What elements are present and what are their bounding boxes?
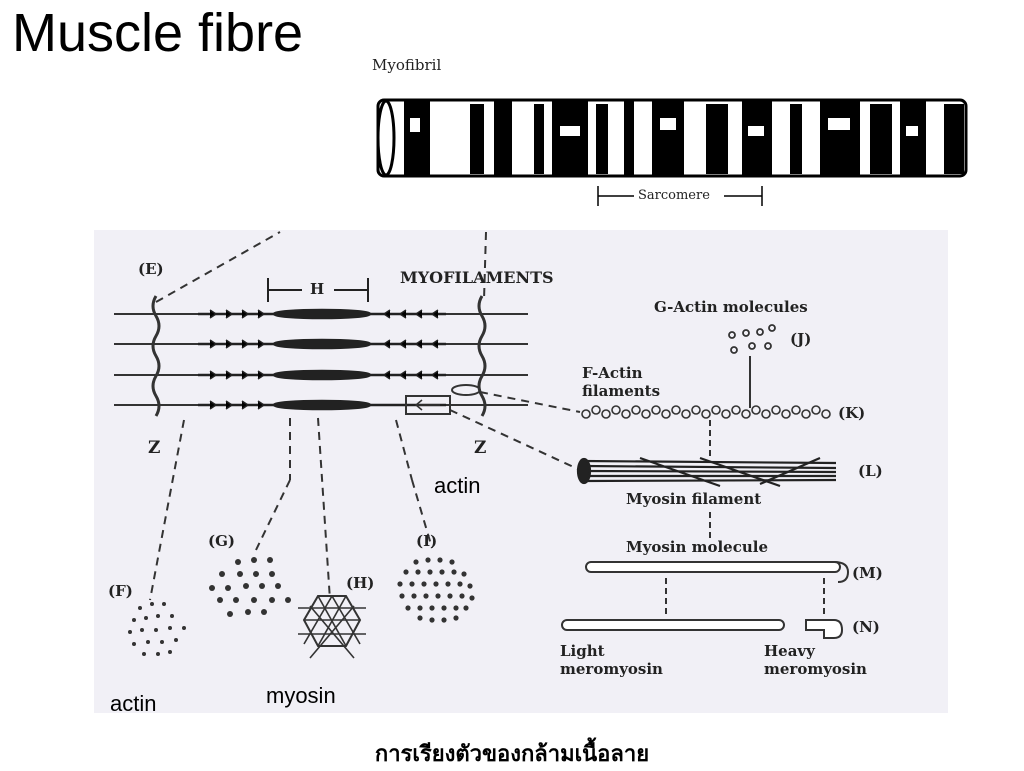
myofibril-label: Myofibril [372, 56, 442, 74]
label-z-left: Z [148, 438, 161, 458]
label-heavy: Heavy [764, 642, 815, 660]
page-title: Muscle fibre [12, 3, 304, 63]
label-e: (E) [138, 260, 164, 278]
cross-section-i [397, 557, 475, 623]
annotation-actin-bottom: actin [110, 691, 157, 716]
label-light-meromyosin: meromyosin [560, 660, 663, 678]
sarcomere-label: Sarcomere [636, 188, 712, 203]
annotation-actin-top: actin [434, 473, 481, 498]
label-g-actin: G-Actin molecules [654, 298, 808, 316]
label-f-actin-filaments: filaments [582, 382, 661, 400]
label-h-zone: H [310, 280, 325, 298]
label-g: (G) [208, 532, 236, 550]
sarcomere-bracket [597, 186, 763, 206]
myofibril-cylinder [376, 98, 968, 178]
label-hh: (H) [346, 574, 375, 592]
label-i: (I) [416, 532, 438, 550]
annotation-myosin: myosin [266, 683, 336, 708]
myofilaments-heading: MYOFILAMENTS [400, 268, 554, 287]
label-myosin-filament: Myosin filament [626, 490, 762, 508]
cross-section-f [128, 602, 186, 656]
label-f-actin: F-Actin [582, 364, 643, 382]
cross-section-h [298, 595, 366, 659]
label-j: (J) [790, 330, 812, 348]
label-f: (F) [108, 582, 133, 600]
cross-section-g [209, 557, 291, 617]
label-l: (L) [858, 462, 883, 480]
label-myosin-molecule: Myosin molecule [626, 538, 768, 556]
myofibril-diagram [376, 98, 968, 206]
label-light: Light [560, 642, 605, 660]
label-m: (M) [852, 564, 883, 582]
label-heavy-meromyosin: meromyosin [764, 660, 867, 678]
label-k: (K) [838, 404, 866, 422]
label-n: (N) [852, 618, 880, 636]
thai-caption: การเรียงตัวของกล้ามเนื้อลาย [374, 741, 650, 767]
label-z-right: Z [474, 438, 487, 458]
